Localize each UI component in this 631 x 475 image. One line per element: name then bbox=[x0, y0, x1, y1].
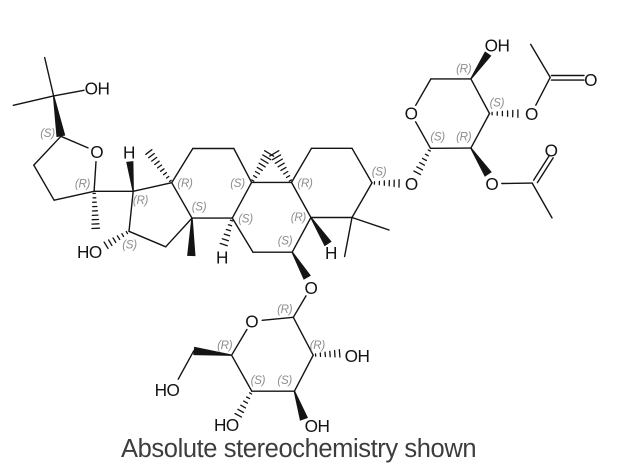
svg-text:Absolute stereochemistry shown: Absolute stereochemistry shown bbox=[121, 435, 476, 463]
svg-text:(R): (R) bbox=[277, 303, 293, 316]
svg-text:(R): (R) bbox=[75, 178, 91, 191]
svg-text:HO: HO bbox=[77, 242, 102, 262]
svg-text:(S): (S) bbox=[490, 96, 505, 109]
svg-text:(R): (R) bbox=[217, 339, 233, 352]
svg-text:H: H bbox=[325, 243, 337, 263]
svg-text:(S): (S) bbox=[192, 201, 207, 214]
svg-text:O: O bbox=[304, 278, 317, 298]
svg-text:HO: HO bbox=[155, 380, 180, 400]
svg-text:OH: OH bbox=[345, 346, 370, 366]
svg-text:O: O bbox=[584, 70, 597, 90]
svg-text:(S): (S) bbox=[372, 166, 387, 179]
svg-text:H: H bbox=[216, 248, 228, 268]
svg-text:(R): (R) bbox=[133, 194, 149, 207]
svg-text:(S): (S) bbox=[430, 130, 445, 143]
svg-text:(S): (S) bbox=[277, 374, 292, 387]
svg-text:(R): (R) bbox=[456, 130, 472, 143]
svg-text:O: O bbox=[405, 104, 418, 124]
svg-text:O: O bbox=[245, 312, 258, 332]
svg-text:OH: OH bbox=[305, 416, 330, 436]
svg-text:HO: HO bbox=[214, 415, 239, 435]
svg-text:(S): (S) bbox=[278, 234, 293, 247]
svg-text:(S): (S) bbox=[230, 177, 245, 190]
svg-text:(S): (S) bbox=[251, 374, 266, 387]
svg-text:O: O bbox=[545, 140, 558, 160]
svg-text:O: O bbox=[90, 142, 103, 162]
svg-text:OH: OH bbox=[85, 78, 110, 98]
svg-text:(R): (R) bbox=[297, 177, 313, 190]
svg-text:H: H bbox=[123, 142, 135, 162]
svg-text:OH: OH bbox=[485, 36, 510, 56]
svg-text:(R): (R) bbox=[291, 211, 307, 224]
svg-text:(S): (S) bbox=[238, 212, 253, 225]
svg-text:(R): (R) bbox=[310, 339, 326, 352]
svg-text:O: O bbox=[525, 104, 538, 124]
svg-text:O: O bbox=[405, 174, 418, 194]
svg-text:O: O bbox=[485, 174, 498, 194]
svg-text:(S): (S) bbox=[122, 239, 137, 252]
svg-text:(S): (S) bbox=[40, 127, 55, 140]
svg-text:(R): (R) bbox=[456, 63, 472, 76]
svg-text:(R): (R) bbox=[177, 177, 193, 190]
